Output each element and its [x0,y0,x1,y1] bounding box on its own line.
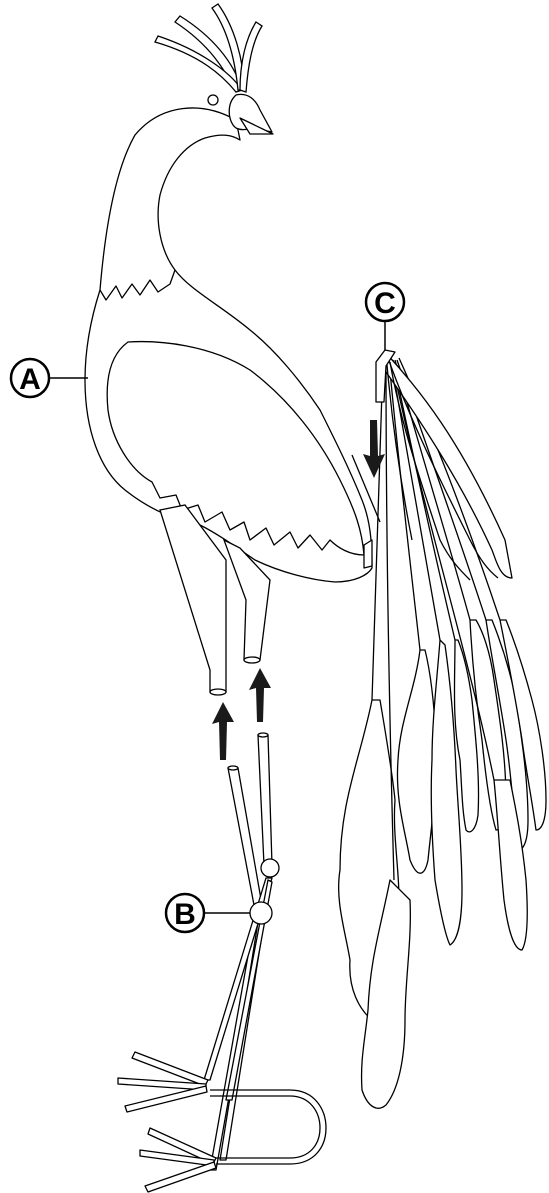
eye [208,95,218,105]
joint [261,859,279,877]
toe [125,1086,207,1112]
callout-c-label: C [374,287,396,320]
tail-feather-tip [397,650,436,873]
arrow-up-icon [249,668,271,722]
peacock-body [85,94,380,582]
stand [118,733,326,1192]
leg-tube-end [244,657,260,663]
rod-end [258,733,268,737]
tail-socket [364,540,372,568]
leg-rod [228,768,262,905]
rod-end [228,766,238,770]
arrow-up-icon [212,702,234,760]
arrow-down-icon [363,420,385,478]
callout-b-label: B [174,898,196,931]
toe [145,1162,216,1192]
leg-rod [258,735,272,865]
tail-feather-stem [372,360,383,700]
joint [250,902,272,924]
leg-tube-end [210,689,226,695]
crest-feather [240,22,262,92]
crest [155,4,262,92]
callout-a-label: A [19,363,41,396]
